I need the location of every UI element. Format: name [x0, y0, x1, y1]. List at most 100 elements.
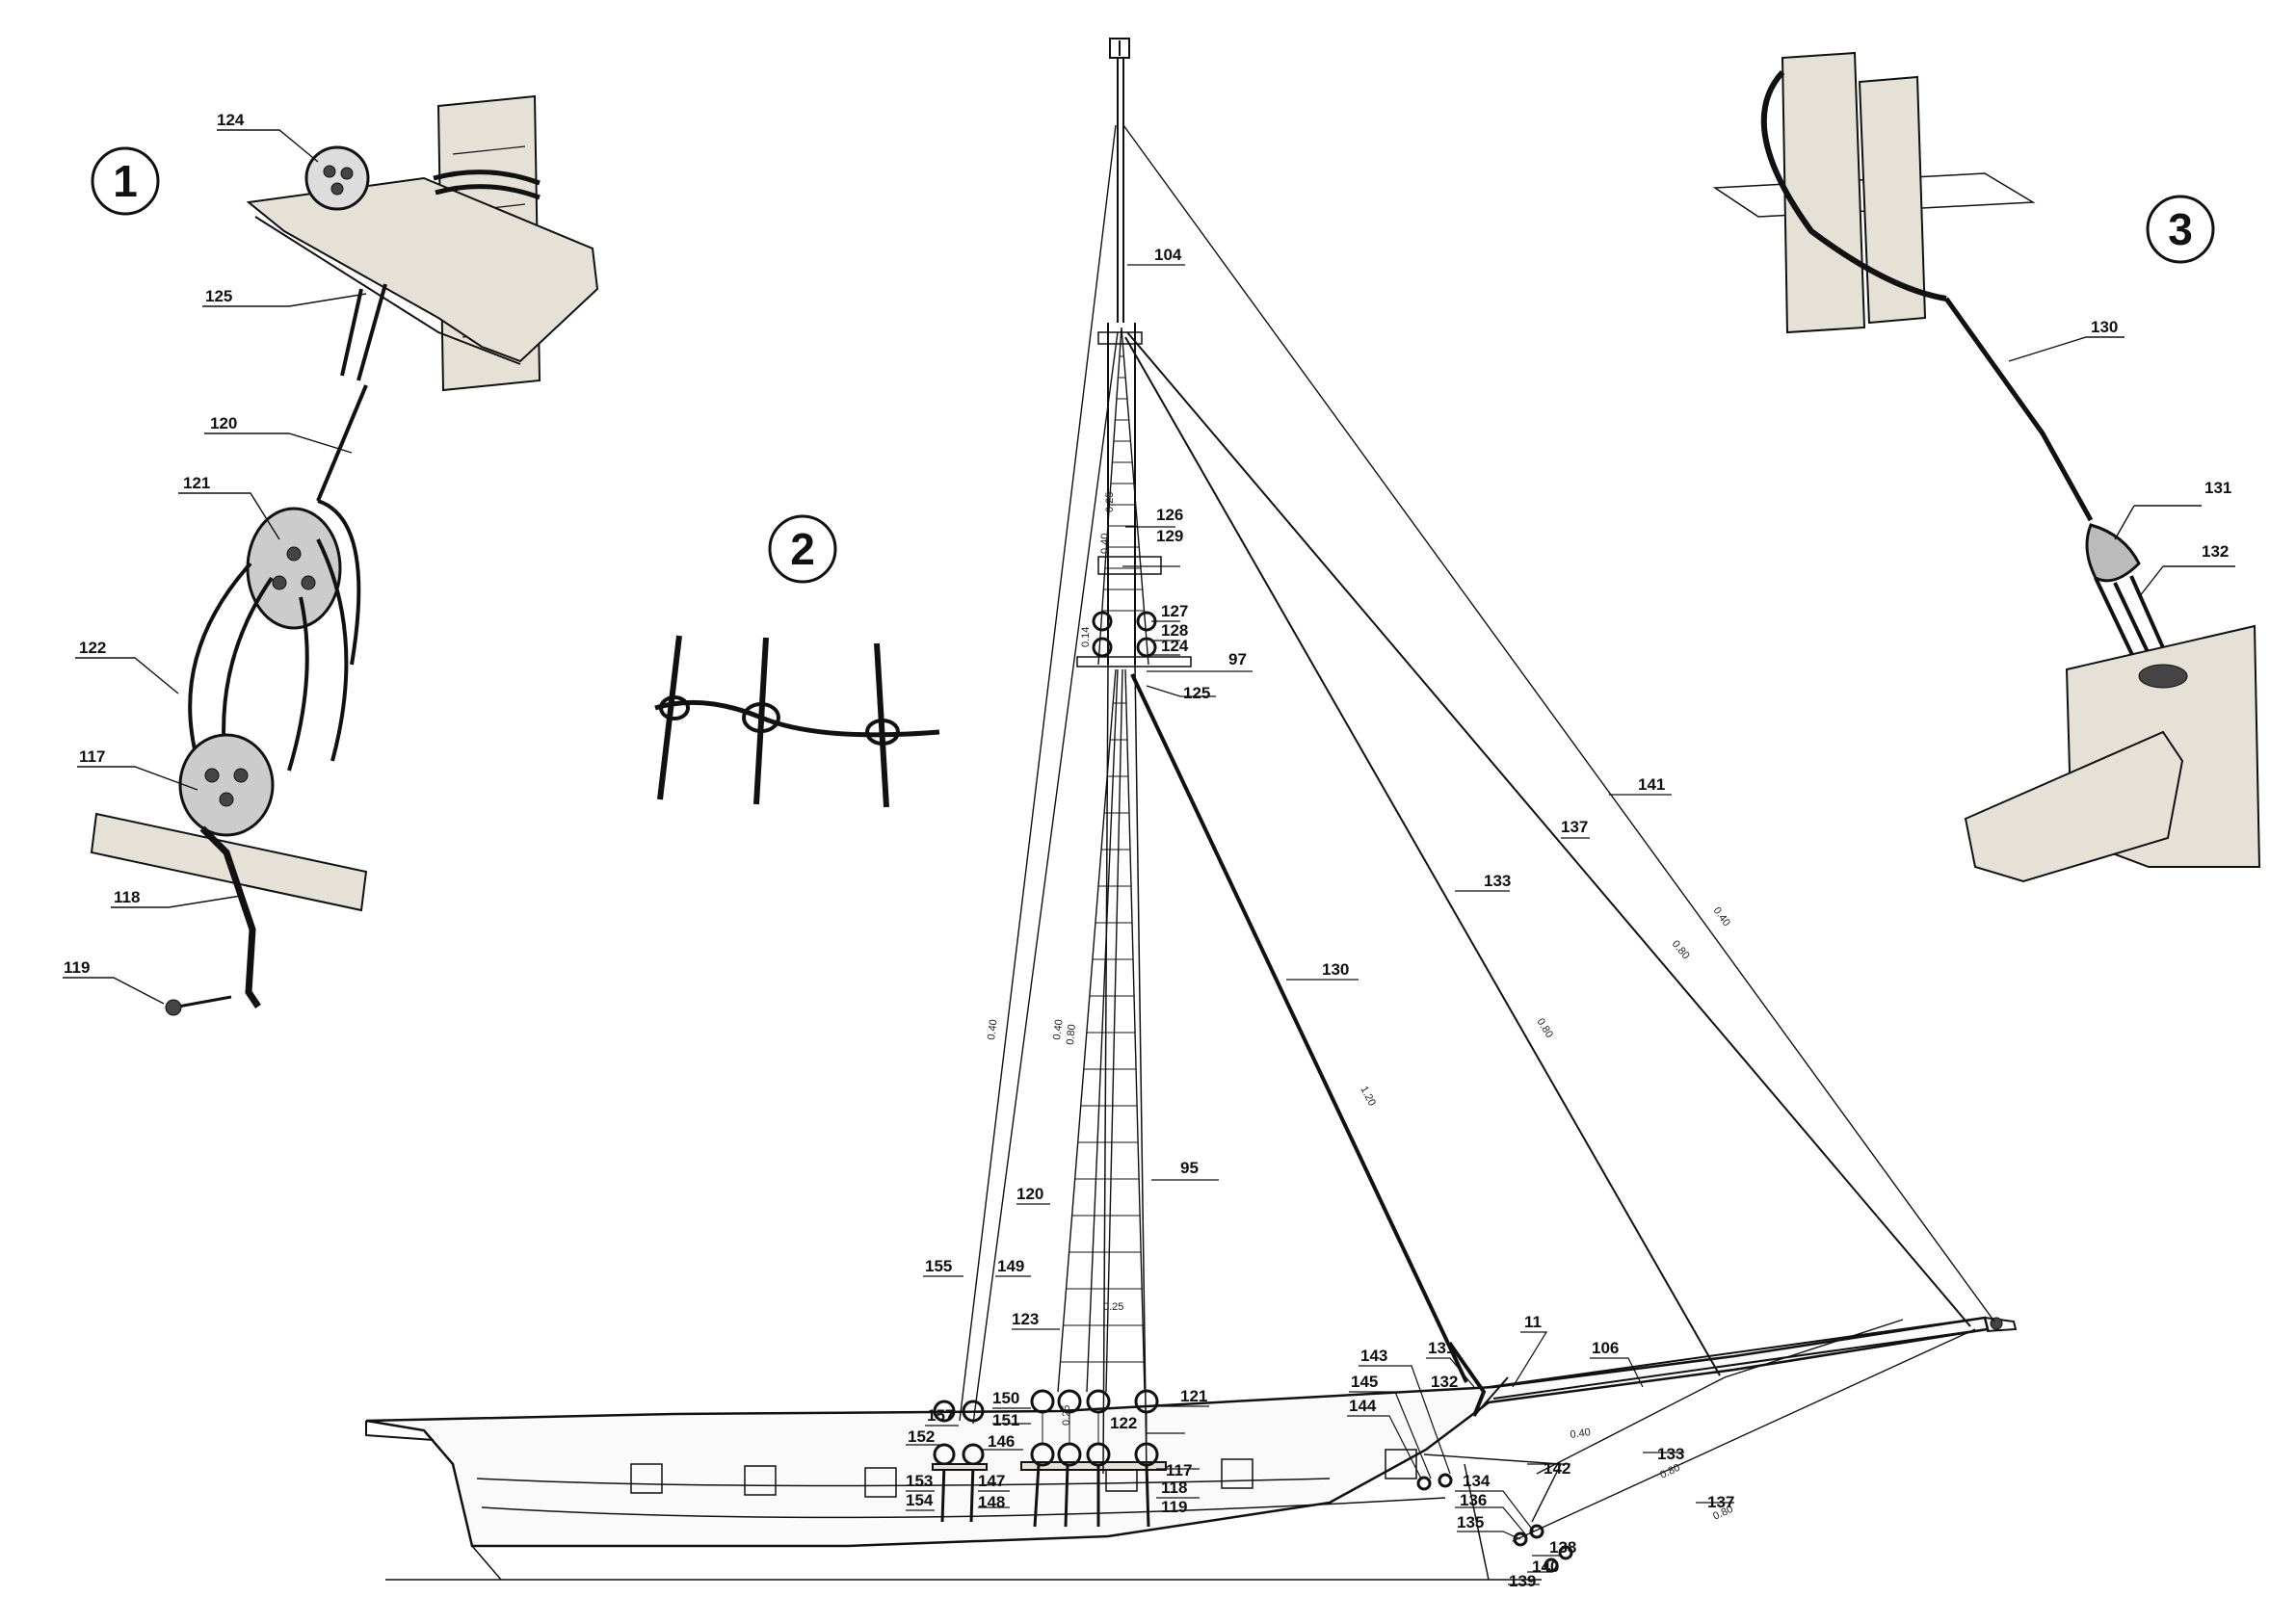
top-deadeyes: [1092, 611, 1157, 658]
label-d1-121: 121: [183, 474, 210, 492]
label-150: 150: [992, 1389, 1019, 1407]
label-154: 154: [906, 1491, 934, 1509]
detail-3-stay-collar: 3 130 131 132: [1712, 51, 2261, 883]
detail-2-ratline-knot: 2: [654, 514, 940, 808]
main-channel: [1020, 1461, 1167, 1471]
label-117: 117: [1166, 1461, 1192, 1479]
detail-3-heart: [2085, 523, 2141, 583]
lower-shrouds: [1057, 668, 1146, 1393]
top-platform: [1097, 556, 1162, 575]
label-148: 148: [978, 1493, 1005, 1511]
stem-heart: [1448, 1342, 1487, 1417]
backstays: [959, 124, 1119, 1425]
svg-text:1.20: 1.20: [1358, 1085, 1378, 1109]
sail-plan-elevation: 0.25 0.40 0.14 0.40 0.40 0.80 0.25 0.25 …: [365, 38, 2018, 1590]
topmast-shrouds: [1097, 327, 1149, 666]
mast-truck: [1109, 38, 1130, 59]
label-121: 121: [1180, 1387, 1207, 1405]
label-146: 146: [988, 1432, 1015, 1451]
label-d1-120: 120: [210, 414, 237, 432]
label-141: 141: [1638, 775, 1665, 794]
stay-130: [1130, 673, 1468, 1383]
detail-1-deadeye-rigging: 1: [63, 94, 599, 1016]
label-137b: 137: [1707, 1493, 1734, 1511]
label-120: 120: [1016, 1185, 1043, 1203]
detail-3-bowsprit-post-b: [1858, 75, 1927, 325]
bowsprit: [1488, 1317, 1988, 1400]
label-149: 149: [997, 1257, 1024, 1275]
leader-lines: [906, 264, 1734, 1585]
label-157: 157: [927, 1406, 954, 1425]
label-137: 137: [1561, 818, 1588, 836]
label-95: 95: [1180, 1159, 1199, 1177]
svg-text:0.80: 0.80: [1670, 938, 1692, 961]
label-151: 151: [992, 1411, 1019, 1429]
detail-1-top-platform: [246, 176, 599, 363]
detail-2-circle: [768, 514, 837, 584]
label-d3-132: 132: [2202, 542, 2229, 561]
detail-3-number: 3: [2168, 204, 2193, 254]
label-153: 153: [906, 1472, 933, 1490]
detail-3-collar-rope: [1760, 69, 1947, 301]
label-152: 152: [908, 1427, 935, 1446]
stay-141: [1122, 124, 1995, 1322]
detail-1-bolt: [165, 999, 182, 1016]
label-d1-118: 118: [114, 888, 140, 906]
detail-1-deadeye-117: [178, 733, 275, 837]
label-147: 147: [978, 1472, 1005, 1490]
label-d3-131: 131: [2204, 479, 2231, 497]
detail-3-circle: [2146, 195, 2215, 264]
label-139: 139: [1509, 1572, 1536, 1590]
svg-text:0.40: 0.40: [986, 1019, 1000, 1041]
label-133b: 133: [1657, 1445, 1684, 1463]
label-133: 133: [1484, 872, 1511, 890]
detail-2-number: 2: [790, 524, 815, 574]
stay-133: [1124, 336, 1721, 1376]
label-136: 136: [1460, 1491, 1487, 1509]
svg-text:0.40: 0.40: [1711, 905, 1732, 929]
svg-text:0.25: 0.25: [1061, 1405, 1072, 1426]
svg-text:0.80: 0.80: [1065, 1024, 1078, 1045]
label-131: 131: [1428, 1339, 1455, 1357]
label-132: 132: [1431, 1373, 1458, 1391]
label-106: 106: [1592, 1339, 1619, 1357]
stay-137: [1126, 331, 1971, 1327]
label-143: 143: [1360, 1347, 1387, 1365]
label-119: 119: [1161, 1498, 1187, 1516]
label-126: 126: [1156, 506, 1183, 524]
label-155: 155: [925, 1257, 952, 1275]
detail-1-circle: [91, 146, 160, 216]
topmast-ratlines: [1101, 355, 1145, 612]
detail-2-ratline: [654, 699, 940, 738]
label-d1-125: 125: [205, 287, 232, 305]
detail-3-bow-rail: [1964, 730, 2184, 883]
label-11: 11: [1524, 1313, 1542, 1331]
detail-3-bowsprit-post-a: [1781, 51, 1866, 334]
label-138: 138: [1549, 1538, 1576, 1557]
svg-text:0.14: 0.14: [1080, 627, 1092, 647]
label-134: 134: [1463, 1472, 1491, 1490]
detail-1-number: 1: [113, 156, 138, 206]
label-142: 142: [1544, 1459, 1570, 1478]
bow-blocks: [1416, 1473, 1573, 1573]
label-128: 128: [1161, 621, 1188, 640]
svg-text:0.40: 0.40: [1099, 534, 1111, 554]
svg-text:0.25: 0.25: [1103, 1301, 1123, 1313]
lower-ratlines: [1060, 702, 1145, 1363]
label-145: 145: [1351, 1373, 1378, 1391]
label-d3-130: 130: [2091, 318, 2118, 336]
gunports: [630, 1449, 1417, 1498]
label-d1-117: 117: [79, 747, 105, 766]
label-129: 129: [1156, 527, 1183, 545]
forestays: [1122, 124, 1995, 1542]
label-123: 123: [1012, 1310, 1039, 1328]
lower-deadeyes: [1030, 1389, 1159, 1528]
label-124: 124: [1161, 637, 1189, 655]
label-122: 122: [1110, 1414, 1137, 1432]
svg-text:0.40: 0.40: [1570, 1427, 1592, 1441]
backstay-deadeyes: [932, 1400, 988, 1523]
detail-1-deadeye-124: [304, 145, 370, 211]
detail-1-deadeye-121: [246, 507, 342, 630]
label-135: 135: [1457, 1513, 1484, 1531]
